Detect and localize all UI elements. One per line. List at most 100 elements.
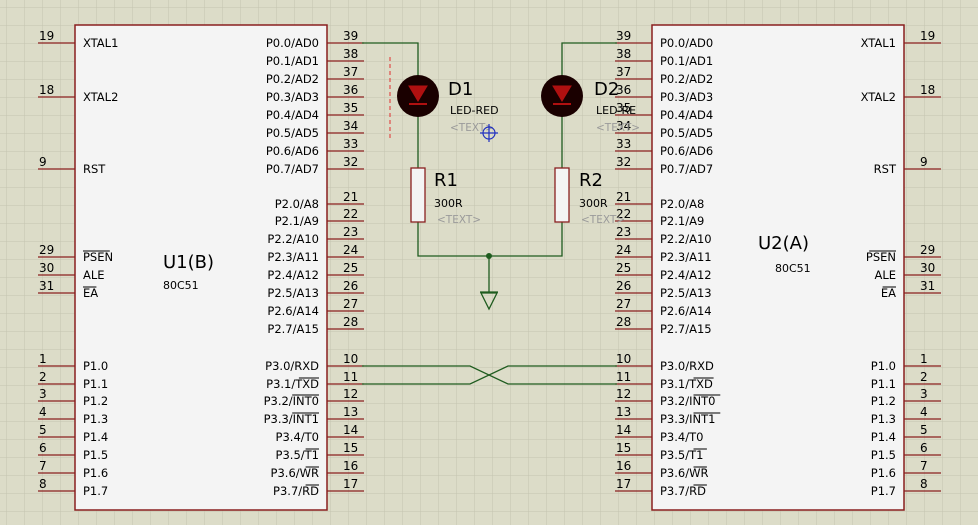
- pin-number: 28: [343, 315, 358, 329]
- pin-name: P2.0/A8: [660, 197, 704, 211]
- pin-number: 39: [616, 29, 631, 43]
- resistor-r1[interactable]: R1 300R <TEXT>: [410, 167, 481, 226]
- u2-pin-5[interactable]: 5P1.4: [871, 423, 941, 444]
- chip-u1-body[interactable]: [74, 24, 328, 511]
- pin-name: P0.2/AD2: [266, 72, 319, 86]
- pin-name: ALE: [874, 268, 896, 282]
- ground-icon[interactable]: [479, 291, 499, 311]
- pin-name: P3.1/TXD: [660, 377, 713, 391]
- u2-pin-4[interactable]: 4P1.3: [871, 405, 941, 426]
- u2-pin-7[interactable]: 7P1.6: [871, 459, 941, 480]
- wire-u1-p00-to-d1[interactable]: [362, 42, 419, 80]
- pin-number: 21: [616, 190, 631, 204]
- wire-u2-p00-to-d2[interactable]: [561, 42, 617, 80]
- u2-pin-1[interactable]: 1P1.0: [871, 352, 941, 373]
- resistor-r1-body[interactable]: [410, 167, 426, 223]
- wire-u1-txd-to-u2-rxd[interactable]: [362, 365, 617, 385]
- led-d2[interactable]: D2 LED-RE <TEXT>: [541, 75, 640, 134]
- pin-name: P0.3/AD3: [266, 90, 319, 104]
- u2-pin-2[interactable]: 2P1.1: [871, 370, 941, 391]
- u2-pin-6[interactable]: 6P1.5: [871, 441, 941, 462]
- u2-pin-8[interactable]: 8P1.7: [871, 477, 941, 498]
- chip-u2-body[interactable]: [651, 24, 905, 511]
- u2-pin-3[interactable]: 3P1.2: [871, 387, 941, 408]
- resistor-r2[interactable]: R2 300R <TEXT>: [554, 167, 625, 226]
- resistor-r2-body[interactable]: [554, 167, 570, 223]
- pin-name: P3.6/WR: [660, 466, 708, 480]
- pin-number: 34: [343, 119, 358, 133]
